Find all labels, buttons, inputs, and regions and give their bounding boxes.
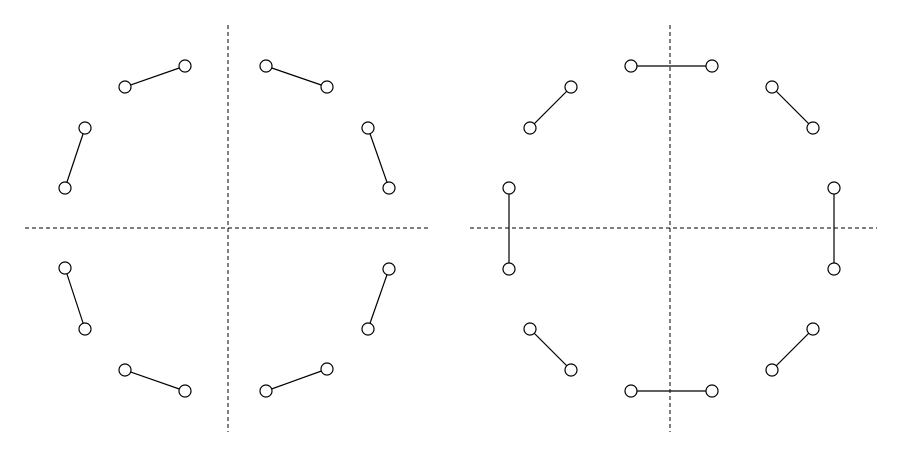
right-pair-upper-left xyxy=(523,80,578,135)
right-node-upper-left-1 xyxy=(523,121,537,135)
right-bond-lower-left xyxy=(529,328,572,371)
left-pair-lower-right-bottom xyxy=(259,362,334,398)
right-node-bottom-2 xyxy=(705,384,719,398)
left-node-lower-right-bottom-2 xyxy=(320,362,334,376)
right-bond-upper-right xyxy=(771,86,814,129)
right-node-bottom-1 xyxy=(624,384,638,398)
right-pair-lower-right xyxy=(765,322,820,377)
right-node-upper-right-1 xyxy=(765,80,779,94)
right-node-upper-right-2 xyxy=(806,121,820,135)
right-bond-lower-right xyxy=(771,328,814,371)
left-bond-lower-right-bottom xyxy=(265,368,328,392)
right-pair-left xyxy=(502,181,516,276)
left-bond-upper-left-top xyxy=(124,65,186,88)
right-node-right-2 xyxy=(827,262,841,276)
left-node-upper-left-top-1 xyxy=(118,80,132,94)
right-node-lower-left-1 xyxy=(523,322,537,336)
left-node-lower-left-bottom-1 xyxy=(118,363,132,377)
right-pair-lower-left xyxy=(523,322,578,377)
right-pair-upper-right xyxy=(765,80,820,135)
right-node-lower-right-2 xyxy=(806,322,820,336)
left-node-lower-right-bottom-1 xyxy=(259,384,273,398)
left-bond-lower-left-bottom xyxy=(124,369,186,392)
right-pair-right xyxy=(827,181,841,276)
left-node-lower-left-side-2 xyxy=(78,322,92,336)
right-node-right-1 xyxy=(827,181,841,195)
right-node-lower-right-1 xyxy=(765,363,779,377)
right-node-upper-left-2 xyxy=(564,80,578,94)
left-node-upper-left-side-1 xyxy=(78,121,92,135)
left-pair-lower-left-side xyxy=(58,261,92,336)
left-pair-upper-left-side xyxy=(58,121,92,195)
right-pair-top xyxy=(624,59,719,73)
left-node-upper-right-top-1 xyxy=(259,59,273,73)
left-node-upper-left-side-2 xyxy=(58,181,72,195)
left-node-lower-left-side-1 xyxy=(58,261,72,275)
right-node-top-1 xyxy=(624,59,638,73)
left-pair-upper-right-side xyxy=(361,121,396,195)
left-node-lower-right-side-2 xyxy=(382,262,396,276)
left-pair-lower-left-bottom xyxy=(118,363,192,398)
left-node-upper-left-top-2 xyxy=(178,59,192,73)
right-bond-upper-left xyxy=(529,86,572,129)
left-bond-upper-left-side xyxy=(64,127,86,189)
left-panel xyxy=(25,25,430,432)
right-panel xyxy=(470,25,877,432)
right-pair-bottom xyxy=(624,384,719,398)
left-pair-lower-right-side xyxy=(361,262,396,336)
left-pair-upper-right-top xyxy=(259,59,334,94)
left-pair-upper-left-top xyxy=(118,59,192,94)
left-bond-lower-right-side xyxy=(367,268,390,330)
left-node-upper-right-side-1 xyxy=(361,121,375,135)
left-bond-upper-right-top xyxy=(265,65,328,88)
left-node-lower-left-bottom-2 xyxy=(178,384,192,398)
right-node-left-2 xyxy=(502,262,516,276)
right-node-left-1 xyxy=(502,181,516,195)
left-node-upper-right-top-2 xyxy=(320,80,334,94)
left-node-upper-right-side-2 xyxy=(382,181,396,195)
left-bond-upper-right-side xyxy=(367,127,390,189)
left-bond-lower-left-side xyxy=(64,267,86,330)
right-node-top-2 xyxy=(705,59,719,73)
left-node-lower-right-side-1 xyxy=(361,322,375,336)
right-node-lower-left-2 xyxy=(564,363,578,377)
